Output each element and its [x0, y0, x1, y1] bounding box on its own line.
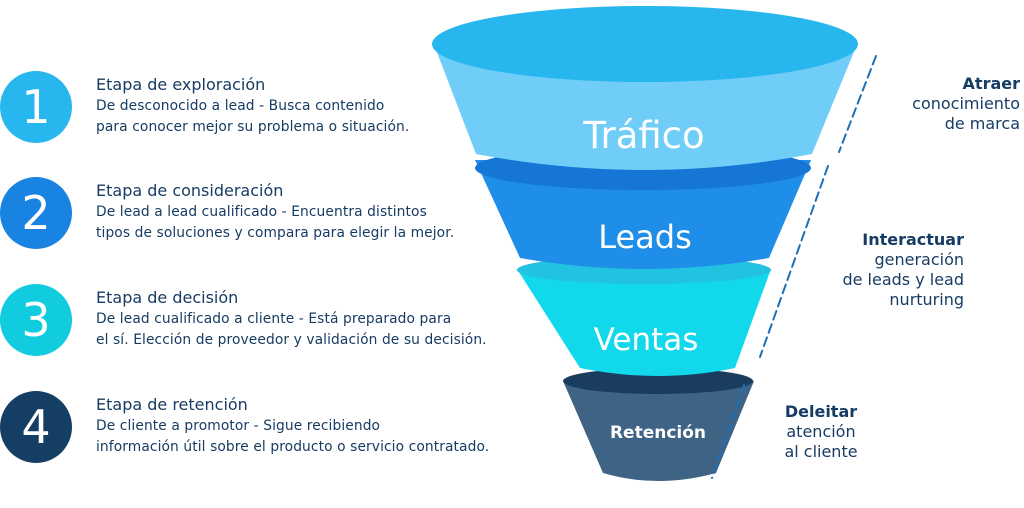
goal-heading: Deleitar [784, 402, 858, 421]
stage-description-line: De lead a lead cualificado - Encuentra d… [96, 204, 427, 220]
goal-atraer: Atraer conocimiento de marca [850, 74, 1020, 134]
stage-title: Etapa de exploración [96, 75, 266, 94]
stage-description-line: tipos de soluciones y compara para elegi… [96, 225, 455, 241]
stage-text: Etapa de decisión De lead cualificado a … [96, 288, 556, 350]
guide-line-atraer [838, 55, 877, 153]
funnel-level-retencion: Retención [563, 368, 754, 481]
guide-line-interactuar [759, 165, 829, 358]
goal-heading: Interactuar [862, 230, 964, 249]
stage-decision: 3 Etapa de decisión De lead cualificado … [0, 281, 560, 361]
funnel-label-trafico: Tráfico [582, 114, 704, 157]
stage-text: Etapa de retención De cliente a promotor… [96, 395, 556, 457]
funnel-body-leads [475, 160, 811, 269]
goal-line: atención [786, 422, 856, 441]
goal-heading: Atraer [962, 74, 1020, 93]
stage-description-line: para conocer mejor su problema o situaci… [96, 119, 410, 135]
stage-description-line: De cliente a promotor - Sigue recibiendo [96, 418, 381, 434]
goal-interactuar: Interactuar generación de leads y lead n… [774, 230, 964, 310]
stage-description-line: información útil sobre el producto o ser… [96, 439, 490, 455]
stage-number-badge: 1 [0, 71, 72, 143]
goal-line: de leads y lead [842, 270, 964, 289]
stage-text: Etapa de consideración De lead a lead cu… [96, 181, 556, 243]
goal-line: nurturing [889, 290, 964, 309]
funnel-body-ventas [517, 269, 771, 376]
stage-text: Etapa de exploración De desconocido a le… [96, 75, 556, 137]
stage-description-line: De lead cualificado a cliente - Está pre… [96, 311, 452, 327]
stage-exploration: 1 Etapa de exploración De desconocido a … [0, 68, 560, 148]
funnel-label-ventas: Ventas [594, 322, 699, 358]
stage-title: Etapa de retención [96, 395, 248, 414]
stage-consideration: 2 Etapa de consideración De lead a lead … [0, 174, 560, 254]
goal-line: conocimiento [912, 94, 1020, 113]
goal-line: de marca [944, 114, 1020, 133]
funnel-label-leads: Leads [598, 218, 692, 256]
funnel-label-retencion: Retención [610, 423, 706, 443]
stage-description-line: el sí. Elección de proveedor y validació… [96, 332, 487, 348]
stage-retention: 4 Etapa de retención De cliente a promot… [0, 388, 560, 468]
stage-title: Etapa de consideración [96, 181, 284, 200]
funnel-body-retencion [563, 381, 754, 481]
stage-title: Etapa de decisión [96, 288, 239, 307]
funnel-level-trafico: Tráfico [432, 6, 858, 170]
goal-deleitar: Deleitar atención al cliente [746, 402, 896, 462]
stage-number-badge: 3 [0, 284, 72, 356]
goal-line: generación [874, 250, 964, 269]
stage-description-line: De desconocido a lead - Busca contenido [96, 98, 385, 114]
stage-number-badge: 2 [0, 177, 72, 249]
stage-number-badge: 4 [0, 391, 72, 463]
funnel-rim-trafico [432, 6, 858, 82]
funnel-rim-retencion [563, 368, 753, 394]
goal-line: al cliente [784, 442, 858, 461]
guide-line-deleitar [711, 384, 745, 479]
